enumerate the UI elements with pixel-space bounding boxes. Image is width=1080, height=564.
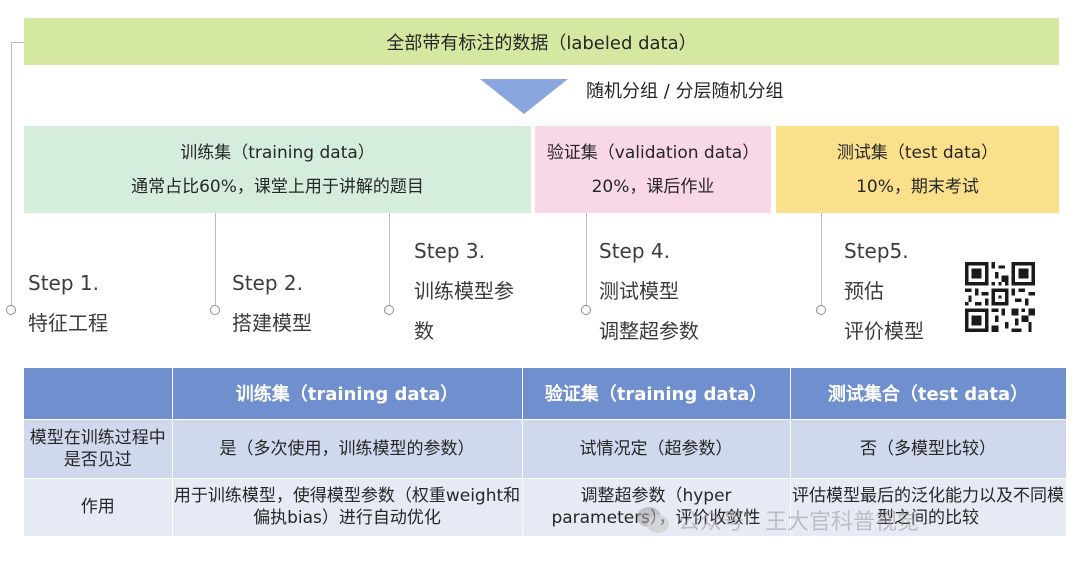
timeline-connector: [586, 213, 587, 306]
table-cell: 评估模型最后的泛化能力以及不同模型之间的比较: [790, 477, 1067, 536]
timeline-connector: [215, 213, 216, 306]
test-set-desc: 10%，期末考试: [856, 176, 979, 197]
step-description: 数: [414, 319, 434, 343]
table-row: 作用 用于训练模型，使得模型参数（权重weight和偏执bias）进行自动优化 …: [24, 477, 1067, 536]
validation-set-box: 验证集（validation data） 20%，课后作业: [535, 126, 771, 213]
training-set-title: 训练集（training data）: [180, 142, 375, 163]
table-header-row: 训练集（training data） 验证集（training data） 测试…: [24, 368, 1067, 419]
table-header-validation: 验证集（training data）: [522, 368, 791, 419]
table-cell: 是（多次使用，训练模型的参数）: [172, 418, 523, 478]
step-description: 评价模型: [844, 319, 924, 343]
timeline-dot: [384, 305, 394, 315]
test-set-box: 测试集（test data） 10%，期末考试: [776, 126, 1059, 213]
comparison-table: 训练集（training data） 验证集（training data） 测试…: [24, 368, 1067, 536]
labeled-data-label: 全部带有标注的数据（labeled data）: [386, 32, 697, 54]
timeline-dot: [816, 305, 826, 315]
step-4: Step 4. 测试模型 调整超参数: [599, 231, 699, 351]
timeline-dot: [581, 305, 591, 315]
step-description: 训练模型参: [414, 279, 514, 303]
step-3: Step 3. 训练模型参 数: [414, 231, 514, 351]
timeline-connector: [821, 213, 822, 306]
timeline-connector: [11, 42, 12, 306]
table-row: 模型在训练过程中是否见过 是（多次使用，训练模型的参数） 试情况定（超参数） 否…: [24, 418, 1067, 478]
timeline-dot: [6, 305, 16, 315]
step-1: Step 1. 特征工程: [28, 263, 108, 343]
step-number: Step 2.: [232, 271, 303, 295]
table-row-header: 作用: [24, 477, 173, 536]
step-description: 预估: [844, 279, 884, 303]
table-row-header: 模型在训练过程中是否见过: [24, 418, 173, 478]
step-description: 测试模型: [599, 279, 679, 303]
table-cell: 否（多模型比较）: [790, 418, 1067, 478]
step-number: Step 1.: [28, 271, 99, 295]
training-set-box: 训练集（training data） 通常占比60%，课堂上用于讲解的题目: [24, 126, 531, 213]
step-description: 特征工程: [28, 311, 108, 335]
table-cell: 试情况定（超参数）: [522, 418, 791, 478]
validation-set-title: 验证集（validation data）: [546, 142, 760, 163]
timeline-connector: [11, 42, 25, 43]
timeline-connector: [389, 213, 390, 306]
labeled-data-band: 全部带有标注的数据（labeled data）: [24, 18, 1059, 65]
table-header-training: 训练集（training data）: [172, 368, 523, 419]
test-set-title: 测试集（test data）: [836, 142, 999, 163]
step-description: 搭建模型: [232, 311, 312, 335]
step-2: Step 2. 搭建模型: [232, 263, 312, 343]
table-cell: 调整超参数（hyper parameters），评价收敛性: [522, 477, 791, 536]
step-5: Step5. 预估 评价模型: [844, 231, 924, 351]
timeline-dot: [210, 305, 220, 315]
training-set-desc: 通常占比60%，课堂上用于讲解的题目: [131, 176, 424, 197]
table-header-corner: [24, 368, 173, 419]
qr-code-icon: [965, 262, 1035, 332]
step-number: Step5.: [844, 239, 909, 263]
table-header-test: 测试集合（test data）: [790, 368, 1067, 419]
step-number: Step 3.: [414, 239, 485, 263]
down-arrow-icon: [480, 79, 568, 114]
table-cell: 用于训练模型，使得模型参数（权重weight和偏执bias）进行自动优化: [172, 477, 523, 536]
validation-set-desc: 20%，课后作业: [591, 176, 715, 197]
split-method-label: 随机分组 / 分层随机分组: [586, 81, 784, 102]
step-number: Step 4.: [599, 239, 670, 263]
step-description: 调整超参数: [599, 319, 699, 343]
